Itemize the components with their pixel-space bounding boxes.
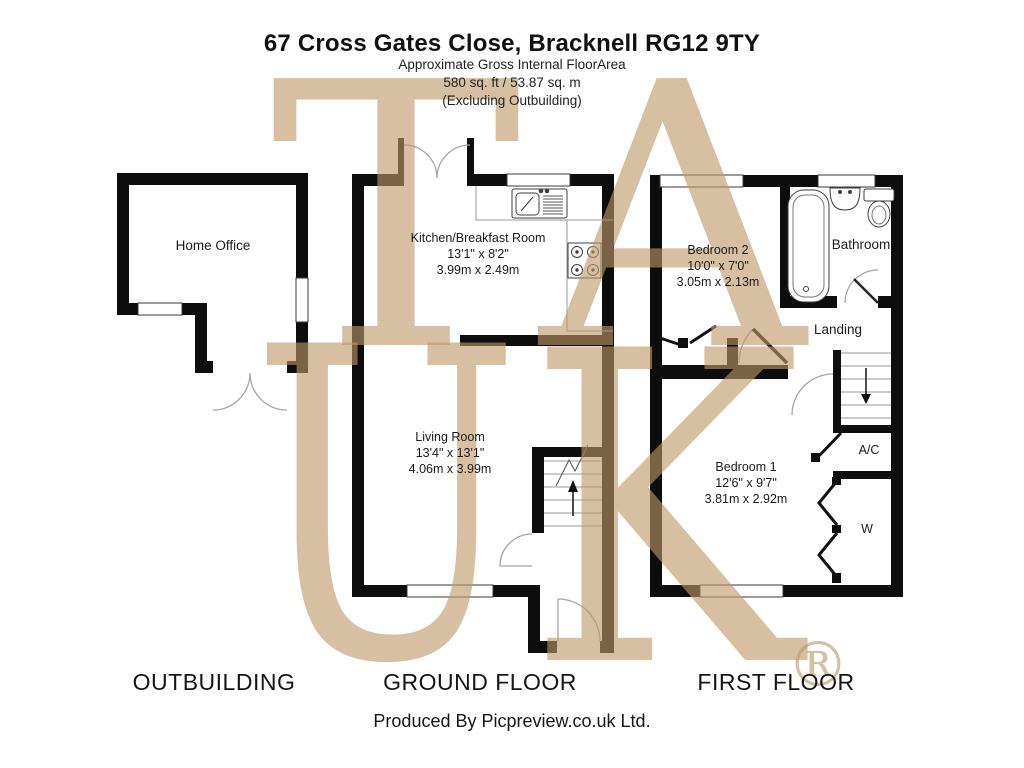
landing-door-icon <box>738 328 754 364</box>
first-floor-plan <box>650 174 903 598</box>
room-name: Kitchen/Breakfast Room <box>410 231 546 245</box>
room-dims-m: 3.05m x 2.13m <box>676 275 760 289</box>
french-doors-icon <box>212 372 288 411</box>
wardrobe-doors-icon <box>817 480 839 578</box>
registered-mark-icon: ® <box>787 628 849 701</box>
bedroom2-door-icon <box>659 324 717 347</box>
ground-floor-plan <box>352 138 614 653</box>
room-label-kitchen: Kitchen/Breakfast Room 13'1" x 8'2" 3.99… <box>411 230 546 278</box>
watermark-letter-k: K <box>527 262 809 762</box>
room-name: Bedroom 2 <box>687 243 749 257</box>
watermark-letter-u: U <box>252 258 520 758</box>
stairs-up-icon <box>544 444 602 527</box>
area-subtitle: Approximate Gross Internal FloorArea <box>398 57 626 72</box>
kitchen-counter <box>475 186 613 332</box>
watermark-letter-a: A <box>534 6 809 432</box>
ac-closet-door-icon <box>815 431 843 460</box>
stairs-down-icon <box>841 352 891 419</box>
room-dims-ft: 12'6" x 9'7" <box>715 476 777 490</box>
area-value: 580 sq. ft / 53.87 sq. m <box>443 75 581 90</box>
bathtub-icon <box>787 189 830 303</box>
room-dims-ft: 10'0" x 7'0" <box>687 259 749 273</box>
floor-label-first: FIRST FLOOR <box>697 669 855 695</box>
living-room-window <box>406 584 494 598</box>
stairs-door-icon <box>499 533 533 567</box>
room-dims-m: 3.81m x 2.92m <box>704 492 788 506</box>
french-doors-icon <box>403 144 471 179</box>
room-label-landing: Landing <box>813 322 863 337</box>
bedroom2-window <box>659 174 744 188</box>
bedroom1-window <box>699 584 784 598</box>
room-name: Bedroom 1 <box>715 460 777 474</box>
room-label-home-office: Home Office <box>175 238 251 253</box>
room-dims-m: 4.06m x 3.99m <box>408 462 492 476</box>
room-label-bedroom1: Bedroom 1 12'6" x 9'7" 3.81m x 2.92m <box>705 459 788 507</box>
bathroom-door-leaf <box>853 278 879 304</box>
landing-door-leaf <box>751 327 789 365</box>
room-dims-m: 3.99m x 2.49m <box>436 263 520 277</box>
watermark: T A U K ® <box>252 6 849 762</box>
producer-credit: Produced By Picpreview.co.uk Ltd. <box>373 711 651 731</box>
room-label-wardrobe: W <box>861 522 873 536</box>
outbuilding-window <box>295 277 309 323</box>
stove-icon <box>567 242 602 279</box>
toilet-icon <box>863 188 895 228</box>
room-label-living-room: Living Room 13'4" x 13'1" 4.06m x 3.99m <box>409 429 492 477</box>
room-dims-ft: 13'4" x 13'1" <box>415 446 485 460</box>
bathroom-window <box>817 174 876 188</box>
room-label-bedroom2: Bedroom 2 10'0" x 7'0" 3.05m x 2.13m <box>677 242 760 290</box>
room-dims-ft: 13'1" x 8'2" <box>447 247 509 261</box>
room-label-ac: A/C <box>858 443 880 457</box>
room-label-bathroom: Bathroom <box>831 237 891 252</box>
watermark-letter-t: T <box>270 6 524 432</box>
outbuilding-window <box>137 302 183 316</box>
outbuilding-plan <box>117 173 309 411</box>
page-title: 67 Cross Gates Close, Bracknell RG12 9TY <box>263 30 761 57</box>
sink-unit-icon <box>511 188 568 219</box>
room-name: Living Room <box>415 430 485 444</box>
front-door-icon <box>557 598 601 642</box>
kitchen-window <box>506 173 571 187</box>
floor-label-ground: GROUND FLOOR <box>383 669 577 695</box>
floor-label-outbuilding: OUTBUILDING <box>132 669 296 695</box>
bedroom1-door-icon <box>791 373 834 416</box>
basin-icon <box>829 187 861 211</box>
area-note: (Excluding Outbuilding) <box>442 93 582 108</box>
